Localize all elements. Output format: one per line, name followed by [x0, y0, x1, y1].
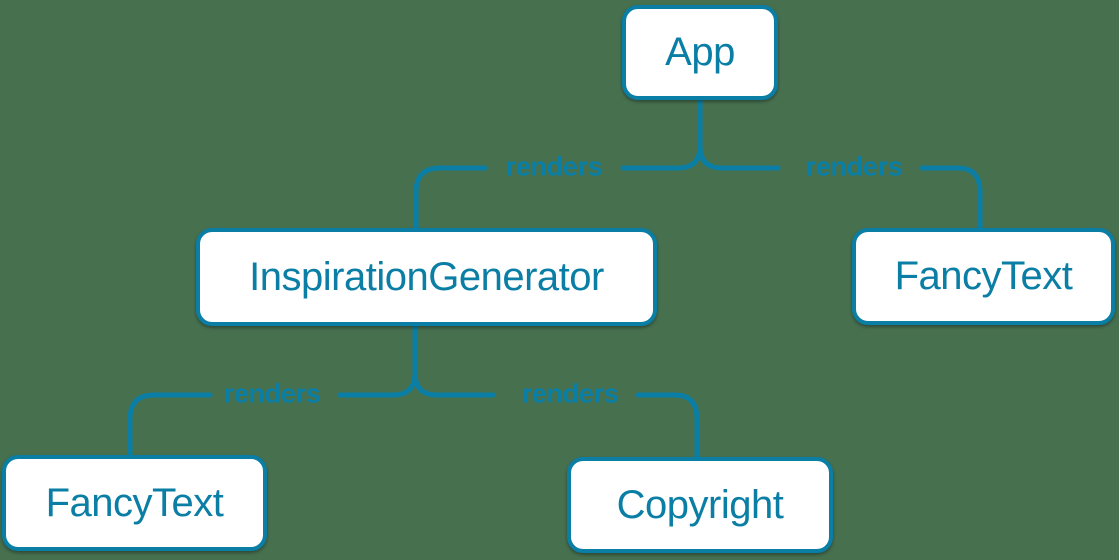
edge-app-to-fancytext-elbow — [919, 165, 983, 231]
edge-ig-to-fancytext-left — [337, 323, 418, 398]
node-inspiration-generator: InspirationGenerator — [196, 228, 657, 326]
node-fancy-text-left-label: FancyText — [45, 480, 224, 525]
edge-ig-to-fancytext-elbow — [127, 392, 213, 458]
edge-label-renders-app-ig: renders — [505, 151, 603, 182]
edge-label-renders-ig-copyright: renders — [521, 378, 619, 409]
node-copyright-label: Copyright — [616, 482, 784, 527]
edge-ig-to-copyright-right — [412, 370, 496, 398]
edge-app-to-inspirationgenerator-left — [620, 97, 703, 171]
node-copyright: Copyright — [567, 457, 833, 553]
node-inspiration-generator-label: InspirationGenerator — [249, 254, 604, 299]
edge-ig-to-copyright-elbow — [635, 392, 700, 460]
node-fancy-text-right-label: FancyText — [894, 254, 1073, 298]
node-fancy-text-right: FancyText — [852, 228, 1115, 325]
node-fancy-text-left: FancyText — [2, 455, 267, 551]
edge-label-renders-ig-fancytext: renders — [223, 378, 321, 409]
node-app-label: App — [665, 30, 735, 74]
node-app: App — [622, 5, 778, 100]
edge-app-to-fancytext-right — [697, 143, 781, 171]
edge-app-to-inspirationgenerator-elbow — [413, 165, 488, 231]
edge-label-renders-app-fancytext: renders — [805, 151, 903, 182]
